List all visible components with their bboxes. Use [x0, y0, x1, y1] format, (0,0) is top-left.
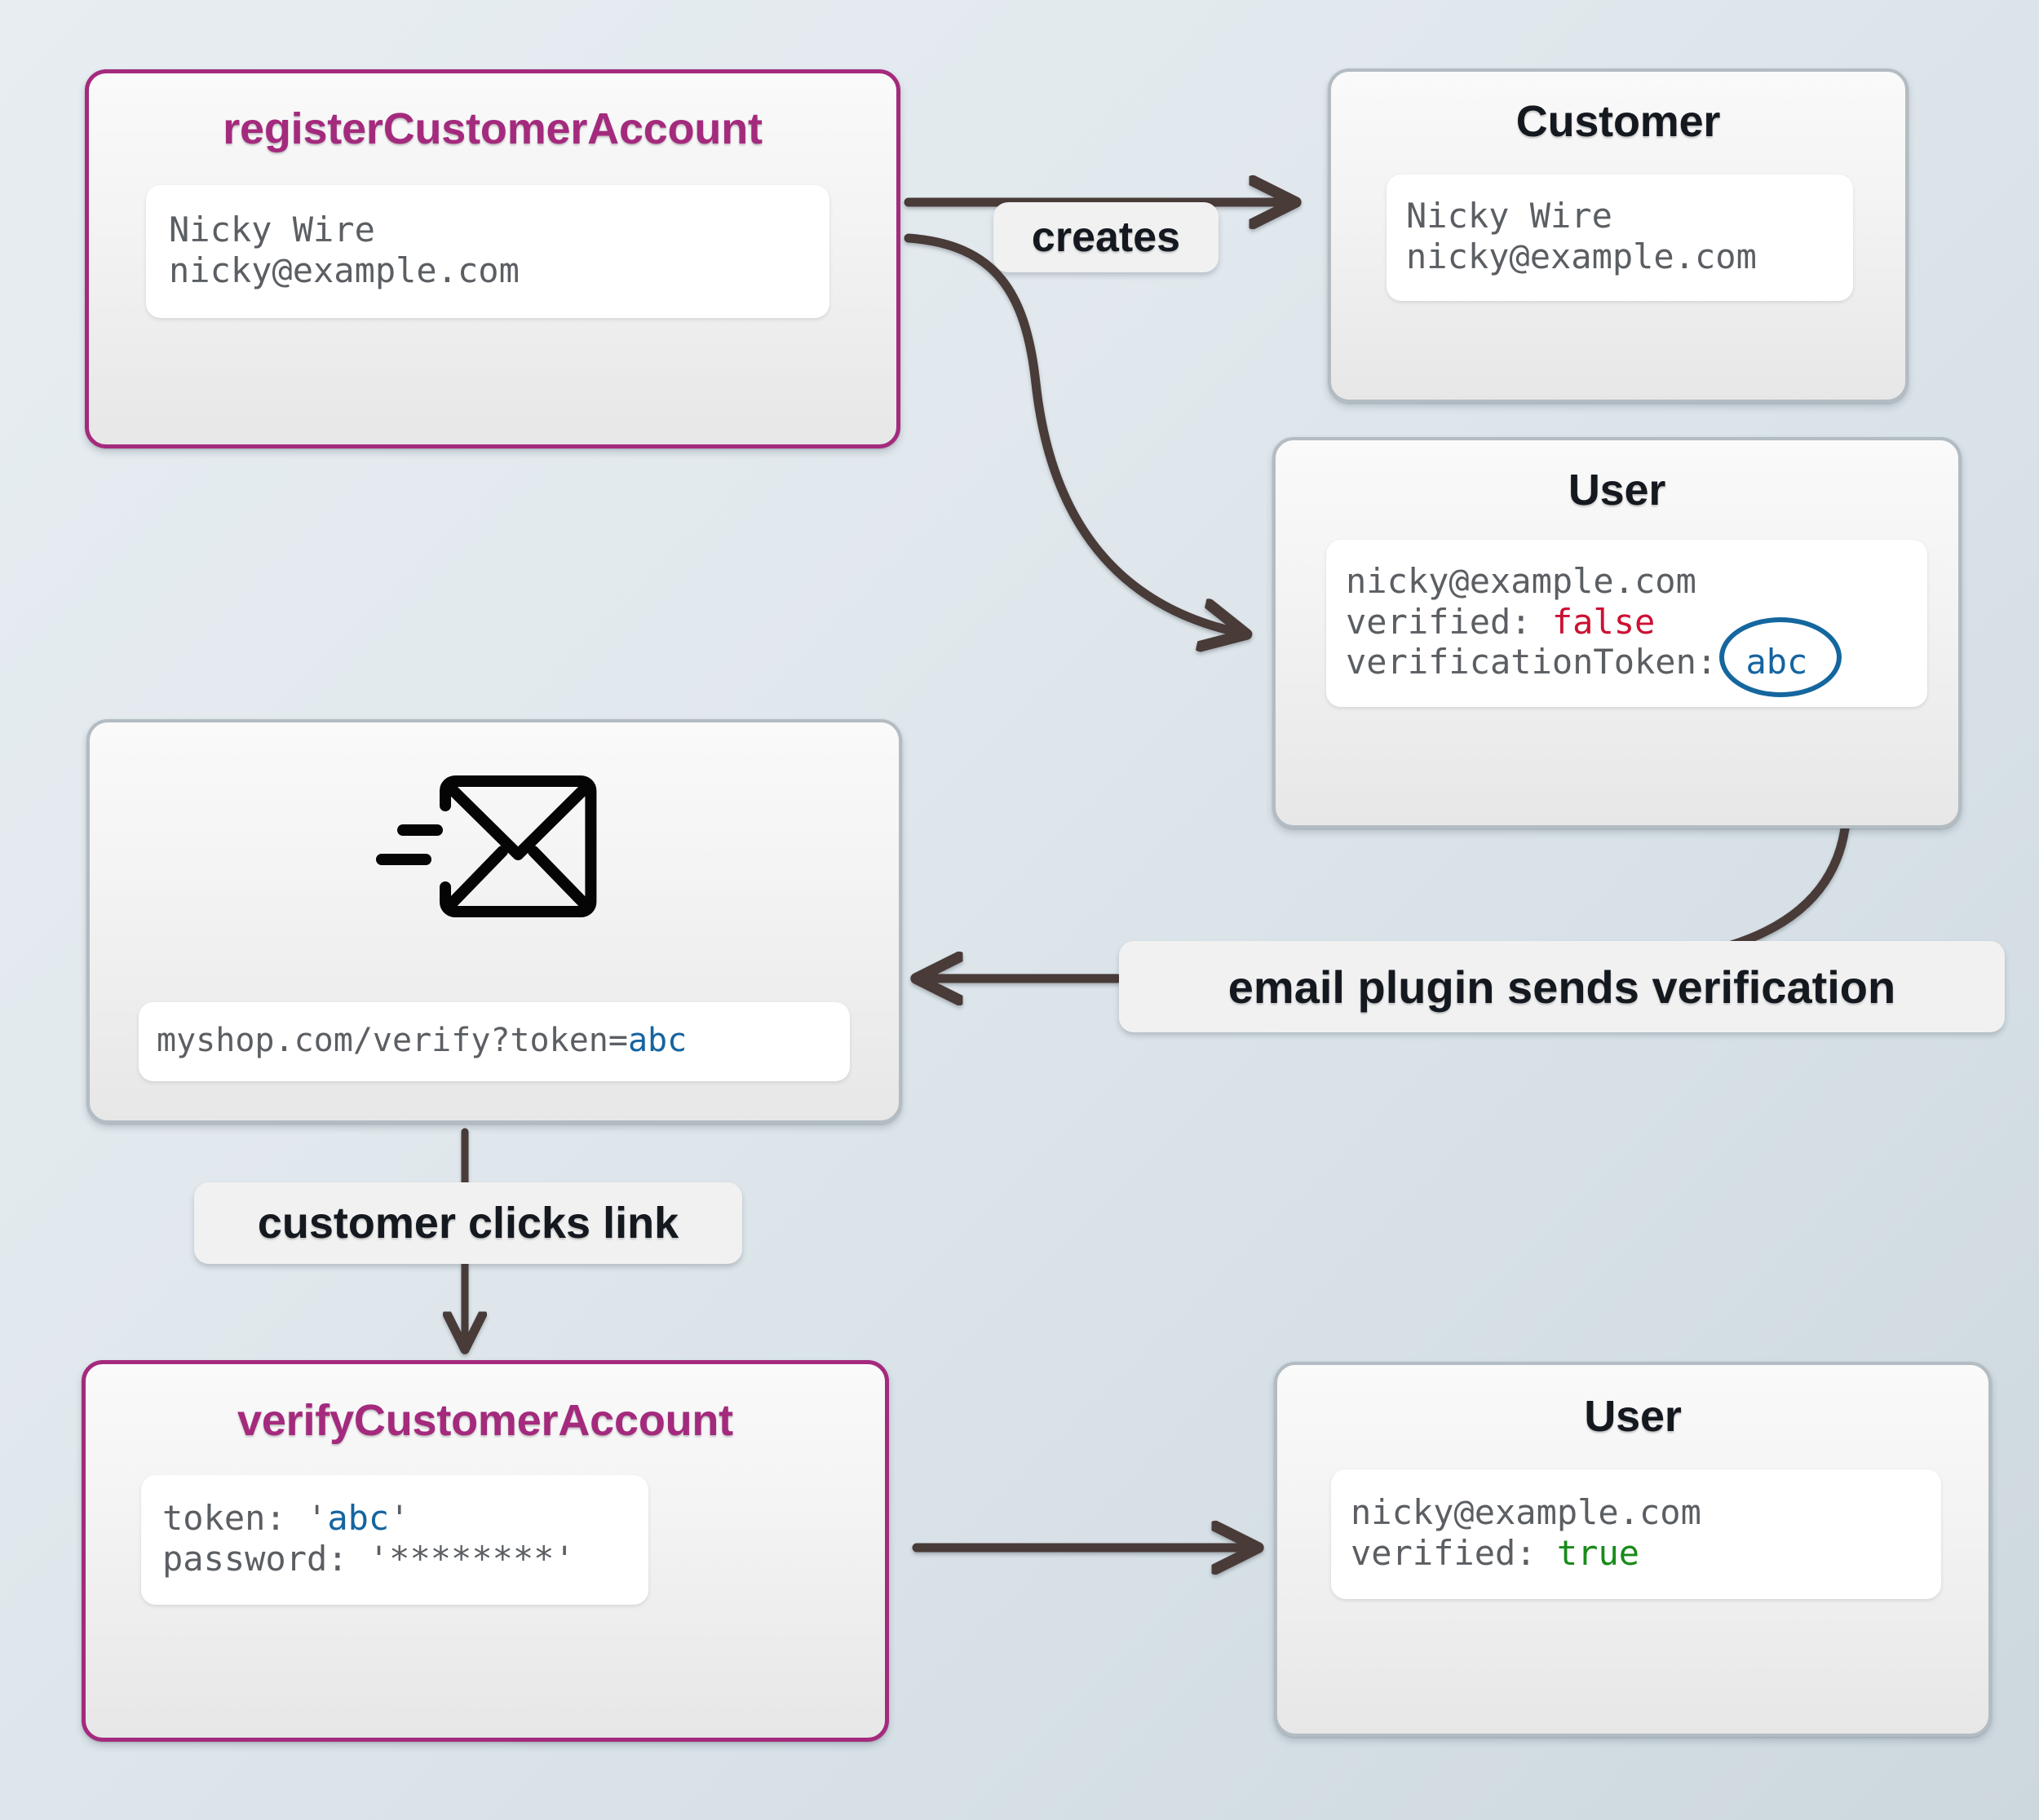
- email-url-token: abc: [627, 1021, 688, 1059]
- edge-label-email-plugin-sends-verification: email plugin sends verification: [1119, 941, 2005, 1032]
- field-verified-value: true: [1556, 1532, 1640, 1573]
- field-verification-token-label: verificationToken:: [1346, 642, 1738, 682]
- node-title: verifyCustomerAccount: [237, 1396, 733, 1445]
- email-url: myshop.com/verify?token=abc: [157, 1022, 832, 1060]
- field-email-value: nicky@example.com: [1351, 1492, 1701, 1532]
- field-token-label: token:: [162, 1498, 307, 1538]
- node-user-unverified[interactable]: User nicky@example.com verified: false v…: [1272, 437, 1962, 828]
- verification-token-circled-value: abc: [1719, 617, 1842, 697]
- field-token: token: 'abc': [162, 1498, 627, 1539]
- field-password-quote-close: ': [554, 1538, 575, 1579]
- node-title: User: [1568, 466, 1666, 515]
- field-token-quote-open: ': [307, 1498, 328, 1538]
- field-name: Nicky Wire: [169, 210, 375, 250]
- node-user-verified[interactable]: User nicky@example.com verified: true: [1274, 1362, 1992, 1737]
- field-password-quote-open: ': [368, 1538, 390, 1579]
- field-verified-label: verified:: [1346, 601, 1552, 642]
- field-password-label: password:: [162, 1538, 369, 1579]
- field-verified-value: false: [1551, 601, 1656, 642]
- field-email: nicky@example.com: [1351, 1492, 1922, 1533]
- field-verified: verified: false: [1346, 602, 1909, 643]
- email-url-prefix: myshop.com/verify?token=: [157, 1021, 628, 1059]
- field-password-value: ********: [389, 1538, 555, 1579]
- field-email-value: nicky@example.com: [1346, 561, 1696, 601]
- field-verification-token: verificationToken: abc: [1346, 617, 1909, 697]
- node-fields: token: 'abc' password: '********': [141, 1475, 648, 1606]
- edge-label-customer-clicks-link: customer clicks link: [194, 1182, 742, 1264]
- field-email: nicky@example.com: [169, 250, 520, 290]
- email-url-box: myshop.com/verify?token=abc: [139, 1001, 850, 1081]
- node-verify-customer-account[interactable]: verifyCustomerAccount token: 'abc' passw…: [82, 1360, 889, 1742]
- edge-creates-user: [904, 233, 1240, 633]
- field-email: nicky@example.com: [1346, 561, 1909, 602]
- node-register-customer-account[interactable]: registerCustomerAccount Nicky Wire nicky…: [85, 69, 900, 448]
- field-password: password: '********': [162, 1539, 627, 1579]
- edge-label-creates: creates: [993, 202, 1219, 272]
- node-title: registerCustomerAccount: [223, 104, 763, 153]
- send-email-envelope-icon: [376, 775, 597, 917]
- node-fields: nicky@example.com verified: false verifi…: [1326, 540, 1927, 707]
- field-email: nicky@example.com: [1406, 236, 1757, 276]
- node-title: Customer: [1515, 97, 1721, 146]
- node-title: User: [1584, 1392, 1682, 1441]
- node-customer-entity[interactable]: Customer Nicky Wire nicky@example.com: [1328, 68, 1909, 403]
- field-token-quote-close: ': [389, 1498, 410, 1538]
- field-name: Nicky Wire: [1406, 196, 1612, 236]
- field-token-value: abc: [327, 1498, 390, 1538]
- field-verified-label: verified:: [1351, 1532, 1557, 1573]
- node-fields: Nicky Wire nicky@example.com: [146, 185, 829, 319]
- node-email-message[interactable]: myshop.com/verify?token=abc: [86, 719, 902, 1124]
- node-fields: Nicky Wire nicky@example.com: [1387, 174, 1853, 302]
- envelope-icon-wrap: [90, 765, 899, 928]
- node-fields: nicky@example.com verified: true: [1331, 1469, 1941, 1600]
- field-verified: verified: true: [1351, 1533, 1922, 1574]
